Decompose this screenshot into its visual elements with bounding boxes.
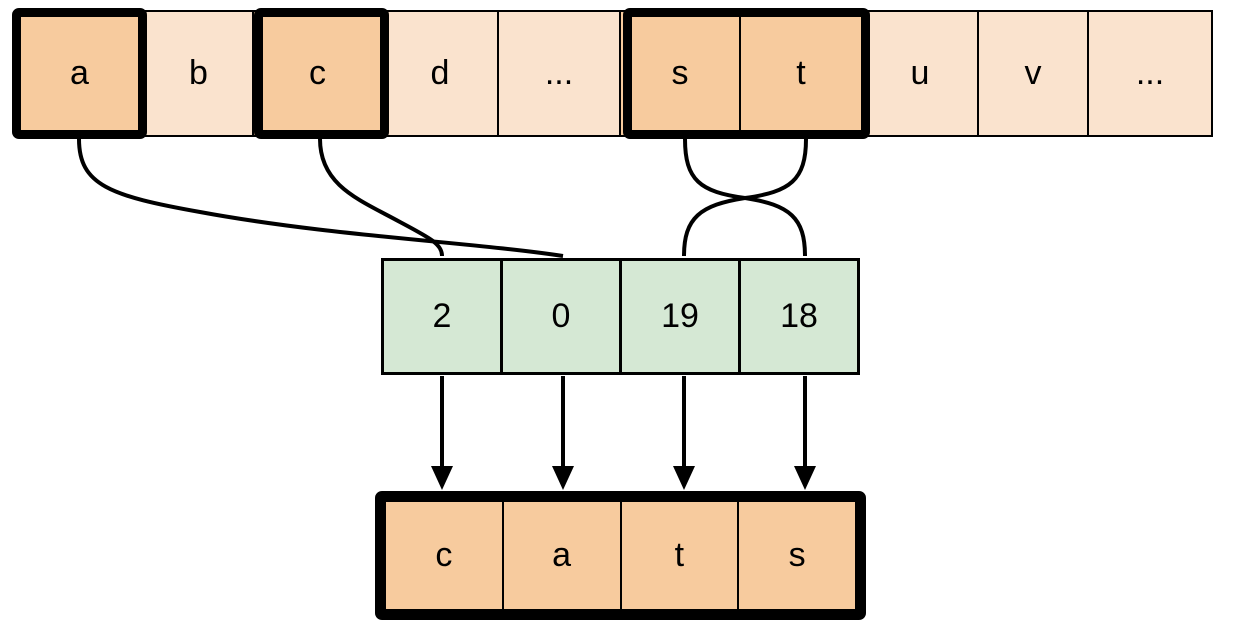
- connector-a-to-0: [77, 138, 564, 258]
- alphabet-cell-ellipsis-right[interactable]: ...: [1087, 10, 1213, 137]
- alphabet-cell-v[interactable]: v: [977, 10, 1089, 137]
- connector-c-to-2: [318, 138, 444, 257]
- index-cell-0[interactable]: 2: [381, 258, 503, 375]
- alphabet-cell-c[interactable]: c: [252, 10, 383, 137]
- alphabet-cell-b[interactable]: b: [143, 10, 254, 137]
- index-cell-1[interactable]: 0: [500, 258, 622, 375]
- alphabet-cell-s[interactable]: s: [619, 10, 741, 137]
- arrow-index-2-to-result-2: [673, 376, 695, 490]
- alphabet-cell-a[interactable]: a: [14, 10, 145, 137]
- alphabet-cell-label: a: [70, 54, 89, 92]
- alphabet-cell-label: t: [796, 54, 806, 92]
- result-cell-2[interactable]: t: [619, 500, 740, 611]
- result-cell-label: t: [674, 536, 685, 574]
- index-cell-3[interactable]: 18: [738, 258, 860, 375]
- alphabet-cell-label: u: [910, 54, 930, 92]
- alphabet-cell-label: v: [1024, 54, 1042, 92]
- alphabet-array: a b c d ... s t u v ...: [14, 10, 1227, 137]
- alphabet-cell-label: c: [309, 54, 326, 92]
- connector-t-to-19: [682, 138, 808, 257]
- alphabet-cell-d[interactable]: d: [381, 10, 499, 137]
- arrow-index-3-to-result-3: [794, 376, 816, 490]
- alphabet-cell-label: ...: [1135, 54, 1165, 92]
- index-cell-value: 0: [551, 297, 571, 335]
- index-cell-value: 2: [432, 297, 452, 335]
- result-word: c a t s: [375, 491, 866, 620]
- alphabet-cell-ellipsis-left[interactable]: ...: [497, 10, 621, 137]
- index-cell-value: 18: [780, 297, 818, 335]
- arrow-index-0-to-result-0: [431, 376, 453, 490]
- connector-s-to-18: [683, 138, 807, 257]
- alphabet-cell-u[interactable]: u: [861, 10, 979, 137]
- index-cell-2[interactable]: 19: [619, 258, 741, 375]
- result-cell-label: c: [435, 536, 453, 574]
- alphabet-cell-label: b: [189, 54, 208, 92]
- result-cell-3[interactable]: s: [737, 500, 857, 611]
- alphabet-cell-label: ...: [544, 54, 574, 92]
- result-cell-label: a: [552, 536, 572, 574]
- index-cell-value: 19: [661, 297, 699, 335]
- index-array: 2 0 19 18: [381, 258, 866, 375]
- result-cell-1[interactable]: a: [501, 500, 622, 611]
- result-cell-label: s: [788, 536, 806, 574]
- alphabet-cell-label: d: [430, 54, 450, 92]
- alphabet-cell-label: s: [671, 54, 689, 92]
- alphabet-cell-t[interactable]: t: [739, 10, 863, 137]
- result-cell-0[interactable]: c: [384, 500, 504, 611]
- arrow-index-1-to-result-1: [552, 376, 574, 490]
